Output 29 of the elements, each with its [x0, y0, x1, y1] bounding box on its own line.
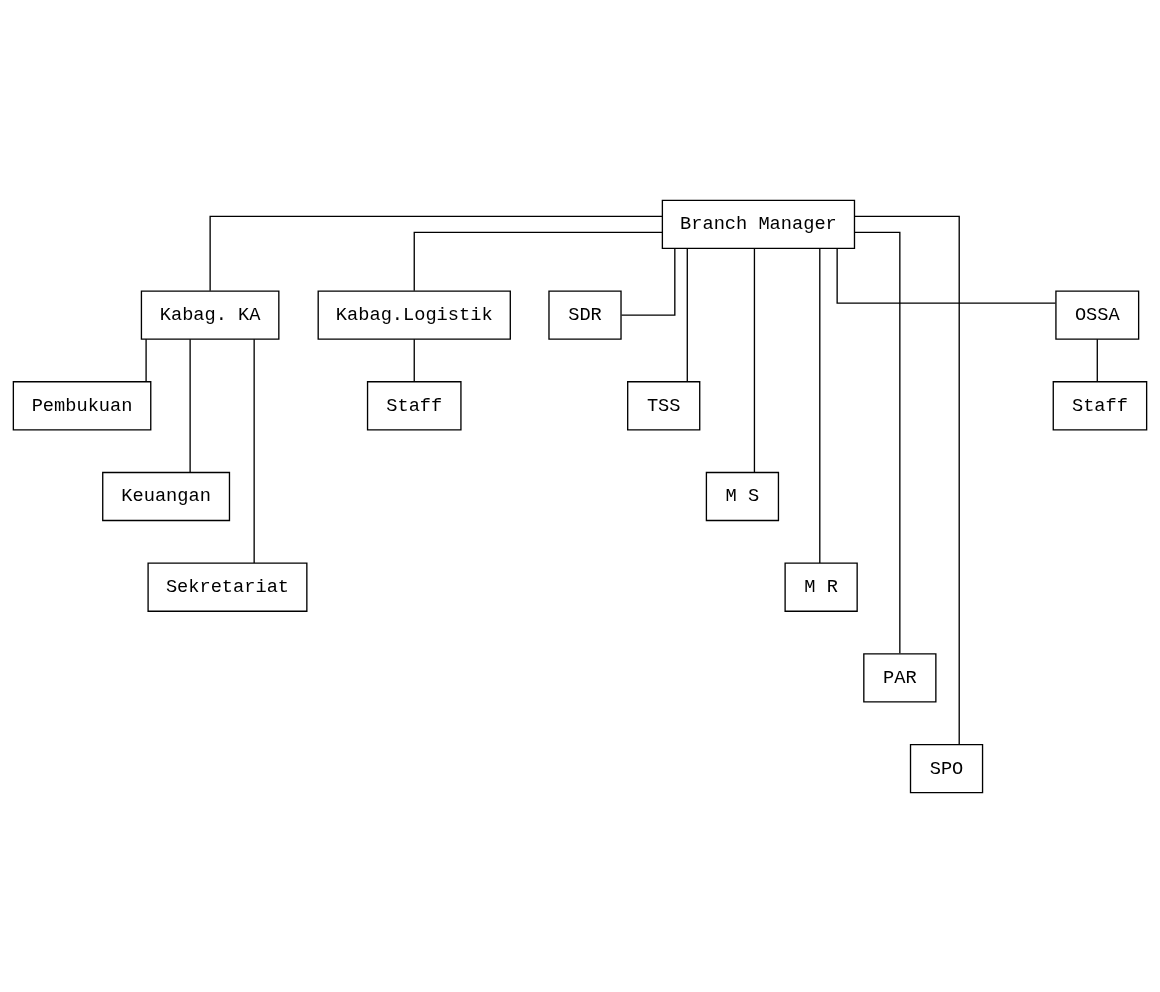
- node-box: Staff: [366, 380, 462, 430]
- node-box: Kabag. KA: [140, 289, 280, 340]
- node-box: Pembukuan: [12, 380, 152, 430]
- node-box: Sekretariat: [147, 562, 308, 612]
- connector: [145, 338, 147, 382]
- connector: [854, 231, 901, 654]
- connector: [413, 338, 415, 382]
- node-box: TSS: [627, 380, 701, 430]
- connector: [854, 215, 960, 745]
- node-box: Branch Manager: [661, 199, 856, 249]
- connector: [836, 247, 1057, 304]
- node-box: SPO: [909, 743, 984, 793]
- connector: [413, 231, 663, 291]
- node-box: M S: [705, 471, 780, 521]
- node-box: SDR: [548, 289, 622, 340]
- connector: [209, 215, 663, 291]
- node-box: Kabag.Logistik: [317, 289, 511, 340]
- node-box: OSSA: [1055, 289, 1140, 340]
- connector: [686, 247, 688, 382]
- connector: [189, 338, 191, 473]
- node-box: M R: [784, 562, 858, 612]
- node-box: PAR: [863, 652, 937, 703]
- connector: [253, 338, 255, 564]
- connector: [753, 247, 756, 473]
- connector: [620, 247, 676, 316]
- node-box: Staff: [1052, 380, 1148, 430]
- node-box: Keuangan: [102, 471, 231, 521]
- connector: [1096, 338, 1098, 382]
- connector: [819, 247, 821, 564]
